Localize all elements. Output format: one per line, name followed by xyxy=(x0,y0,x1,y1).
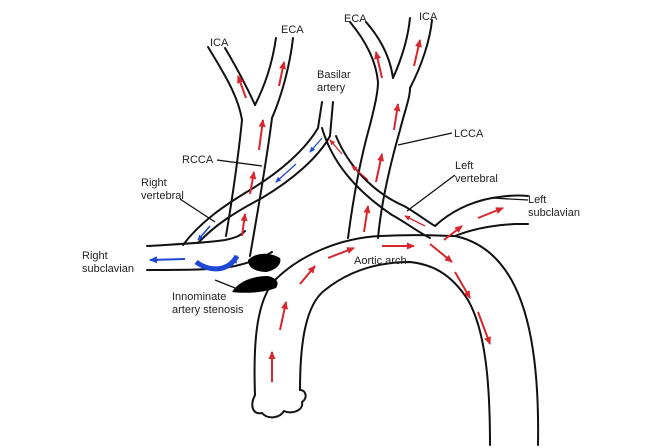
label-right-subclavian-line1: Right xyxy=(82,250,108,262)
label-basilar-line1: Basilar xyxy=(317,69,351,81)
right-eca-wall-a xyxy=(254,37,277,106)
label-right-eca: ECA xyxy=(281,24,304,36)
flow-arrow-right-ica xyxy=(237,75,247,99)
left-ica-inner-wall xyxy=(392,17,411,79)
aortic-root-base xyxy=(251,389,307,419)
right-ica-outer-wall xyxy=(207,46,243,121)
left-eca-inner-wall xyxy=(365,21,394,79)
left-vertebral-outer-wall xyxy=(321,127,431,239)
right-ica-inner-wall xyxy=(224,47,256,106)
right-subclavian-upper-wall xyxy=(146,230,246,247)
stenosis-plaque-upper xyxy=(248,253,281,272)
lcca-right-wall xyxy=(377,87,411,239)
flow-arrow-left-ica xyxy=(413,39,422,67)
flow-arrow-left-subclavian-1 xyxy=(443,225,463,241)
leader-rcca xyxy=(216,159,263,167)
lcca-left-wall xyxy=(347,81,379,239)
flow-arrow-lcca-2 xyxy=(375,153,384,183)
flow-arrow-left-vertebral-3 xyxy=(329,139,343,155)
label-right-subclavian-line2: subclavian xyxy=(82,263,134,275)
rcca-right-wall xyxy=(249,117,273,257)
flow-arrow-descending-2 xyxy=(454,271,471,299)
label-left-eca: ECA xyxy=(344,13,367,25)
flow-arrow-rcca-3 xyxy=(258,119,266,151)
flow-arrow-right-vertebral-reversed-1 xyxy=(197,225,211,241)
label-left-subclavian-line2: subclavian xyxy=(528,207,580,219)
label-left-subclavian-line1: Left xyxy=(528,194,546,206)
flow-arrow-ascending-3 xyxy=(299,265,316,285)
aorta-inner-wall xyxy=(299,261,491,446)
flow-arrow-lcca-1 xyxy=(363,205,371,233)
left-vertebral-inner-wall xyxy=(335,135,436,227)
stenosis-plaque-lower xyxy=(232,276,278,293)
label-lcca: LCCA xyxy=(454,128,484,140)
label-left-vertebral-line1: Left xyxy=(455,160,473,172)
basilar-artery-wall-right xyxy=(329,101,334,137)
flow-arrow-rcca-1 xyxy=(240,213,248,237)
flow-arrow-descending-3 xyxy=(477,311,491,345)
flow-arrow-left-vertebral-1 xyxy=(404,215,426,227)
left-ica-outer-wall xyxy=(409,19,433,89)
flow-arrow-left-subclavian-2 xyxy=(477,207,504,219)
label-left-vertebral-line2: vertebral xyxy=(455,173,498,185)
flow-arrow-steal-curve xyxy=(194,254,240,272)
basilar-artery-wall-left xyxy=(317,101,323,129)
label-right-vertebral-line2: vertebral xyxy=(141,190,184,202)
right-vertebral-right-wall xyxy=(197,135,331,244)
label-innominate-line1: Innominate xyxy=(172,291,226,303)
label-right-ica: ICA xyxy=(210,37,229,49)
flow-arrow-right-vertebral-reversed-3 xyxy=(309,137,323,153)
leader-right-vertebral xyxy=(179,198,216,223)
label-basilar-line2: artery xyxy=(317,82,346,94)
flow-arrow-right-vertebral-reversed-2 xyxy=(275,163,297,183)
left-eca-outer-wall xyxy=(349,21,379,83)
leader-lcca xyxy=(397,132,453,146)
flow-arrow-lcca-3 xyxy=(393,103,401,131)
leader-innominate-stenosis xyxy=(214,279,241,291)
left-subclavian-lower-wall xyxy=(454,223,529,237)
left-subclavian-upper-wall xyxy=(434,194,529,227)
label-rcca: RCCA xyxy=(182,154,214,166)
flow-arrow-left-eca xyxy=(374,51,383,79)
label-left-ica: ICA xyxy=(419,11,438,23)
flow-arrow-rcca-2 xyxy=(249,171,257,195)
label-innominate-line2: artery stenosis xyxy=(172,304,244,316)
right-eca-wall-b xyxy=(271,37,294,119)
label-aortic-arch: Aortic arch xyxy=(354,255,407,267)
flow-arrow-left-vertebral-2 xyxy=(351,165,369,181)
flow-arrow-right-subclavian-reversed xyxy=(149,256,186,264)
rcca-left-wall xyxy=(225,119,243,237)
leader-left-vertebral xyxy=(406,174,456,212)
aorta-outer-wall xyxy=(253,234,540,446)
flow-arrow-ascending-2 xyxy=(279,301,288,331)
flow-arrow-arch-1 xyxy=(327,247,355,259)
label-right-vertebral-line1: Right xyxy=(141,177,167,189)
leader-left-subclavian xyxy=(491,197,529,201)
flow-arrow-right-eca xyxy=(278,61,286,87)
flow-arrow-descending-1 xyxy=(429,243,453,263)
